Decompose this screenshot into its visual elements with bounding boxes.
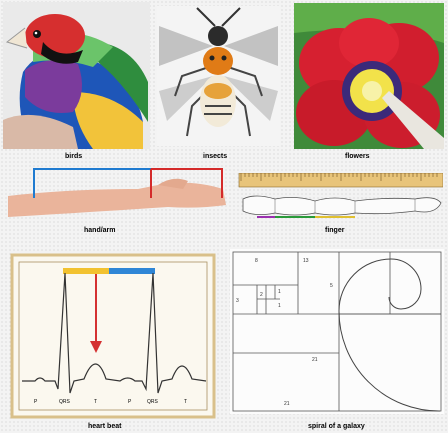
ecg-label-p2: P bbox=[128, 399, 132, 405]
ecg-label-t1: T bbox=[94, 399, 97, 405]
caption-flowers: flowers bbox=[345, 153, 370, 160]
finger-xray bbox=[235, 173, 443, 221]
fib-label-1a: 1 bbox=[278, 289, 281, 295]
caption-heart-beat: heart beat bbox=[88, 423, 122, 430]
caption-insects: insects bbox=[203, 153, 228, 160]
fib-label-21b: 21 bbox=[284, 401, 290, 407]
caption-galaxy: spiral of a galaxy bbox=[308, 423, 365, 430]
ecg-label-p1: P bbox=[34, 399, 38, 405]
arm-red-bracket bbox=[150, 168, 223, 198]
fib-label-21a: 21 bbox=[312, 357, 318, 363]
ecg-yellow-bar bbox=[63, 268, 109, 274]
ecg-label-qrs1: QRS bbox=[59, 399, 71, 405]
fib-label-1b: 1 bbox=[278, 303, 281, 309]
flower-photo bbox=[294, 3, 444, 149]
ecg-label-t2: T bbox=[184, 399, 187, 405]
fib-label-13: 13 bbox=[303, 258, 309, 264]
ecg-label-qrs2: QRS bbox=[147, 399, 159, 405]
fib-label-2: 2 bbox=[260, 292, 263, 298]
ecg-trace bbox=[22, 272, 207, 394]
arm-photo bbox=[8, 161, 228, 224]
fib-label-8: 8 bbox=[255, 258, 258, 264]
ecg-frame bbox=[10, 253, 216, 419]
caption-hand-arm: hand/arm bbox=[84, 227, 116, 234]
heart-beat-chart: P QRS T P QRS T bbox=[10, 253, 216, 419]
fib-label-5: 5 bbox=[330, 283, 333, 289]
ecg-blue-bar bbox=[109, 268, 155, 274]
spiral-curve bbox=[338, 258, 441, 412]
insect-photo bbox=[157, 6, 280, 146]
bird-photo bbox=[3, 2, 150, 149]
fibonacci-spiral: 8 13 3 2 1 1 5 21 21 bbox=[230, 249, 444, 414]
caption-finger: finger bbox=[325, 227, 345, 234]
ecg-arrow bbox=[90, 341, 102, 353]
caption-birds: birds bbox=[65, 153, 83, 160]
fib-label-3: 3 bbox=[236, 298, 239, 304]
